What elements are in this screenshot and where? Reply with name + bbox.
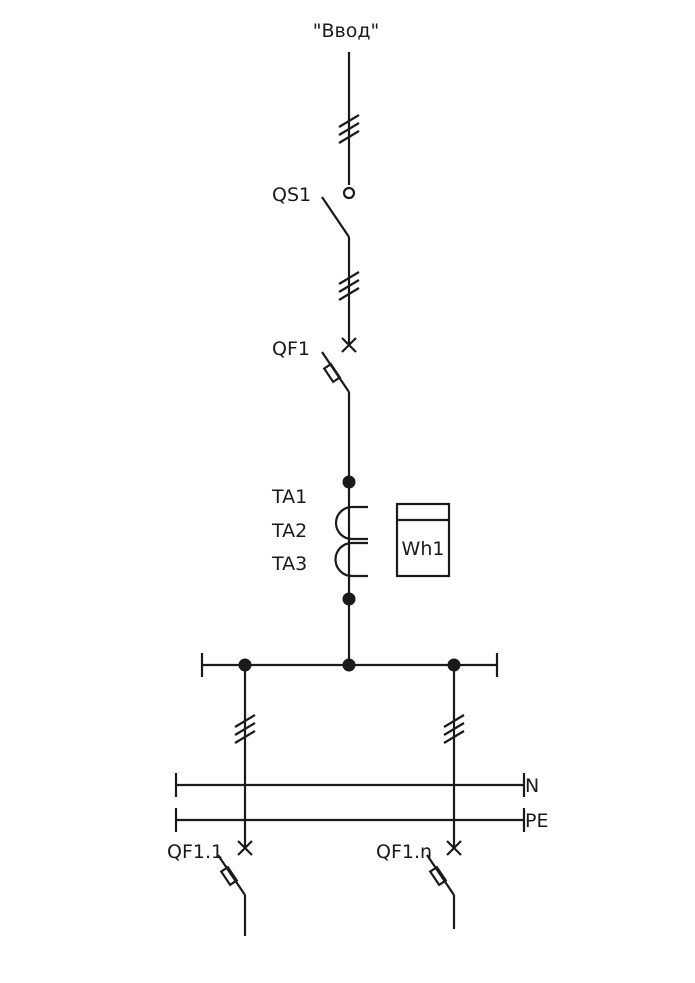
breaker-cross-icon [446, 840, 462, 856]
thermal-release-icon [219, 865, 239, 887]
thermal-release-icon [322, 362, 342, 384]
pe-bus-label: PE [525, 810, 548, 832]
current-transformer-icon [334, 482, 368, 599]
disconnector-contact-icon [342, 186, 356, 200]
ta1-label: TA1 [271, 486, 307, 508]
energy-meter: Wh1 [395, 502, 451, 578]
neutral-bus-label: N [525, 775, 539, 797]
breaker-cross-icon [341, 337, 357, 353]
qf1-label: QF1 [272, 338, 310, 360]
qf1-1-breaker [217, 840, 253, 936]
ta2-label: TA2 [271, 520, 307, 542]
three-phase-marker-top [338, 114, 360, 144]
junction-dot [342, 658, 356, 672]
qf1-n-label: QF1.n [376, 841, 432, 863]
breaker-cross-icon [237, 840, 253, 856]
qf1-1-label: QF1.1 [167, 841, 223, 863]
neutral-busbar [174, 773, 526, 797]
qf1-n-breaker [426, 840, 462, 929]
qs1-disconnector [321, 186, 356, 238]
three-phase-marker-feeder-1 [234, 714, 256, 744]
three-phase-marker-feeder-n [443, 714, 465, 744]
ta3-label: TA3 [271, 553, 307, 575]
thermal-release-icon [428, 865, 448, 887]
qf1-breaker [321, 337, 357, 393]
pe-busbar [174, 808, 526, 832]
input-label: "Ввод" [313, 20, 379, 42]
three-phase-marker-mid [338, 271, 360, 301]
qs1-label: QS1 [272, 184, 311, 206]
meter-label: Wh1 [402, 538, 445, 560]
